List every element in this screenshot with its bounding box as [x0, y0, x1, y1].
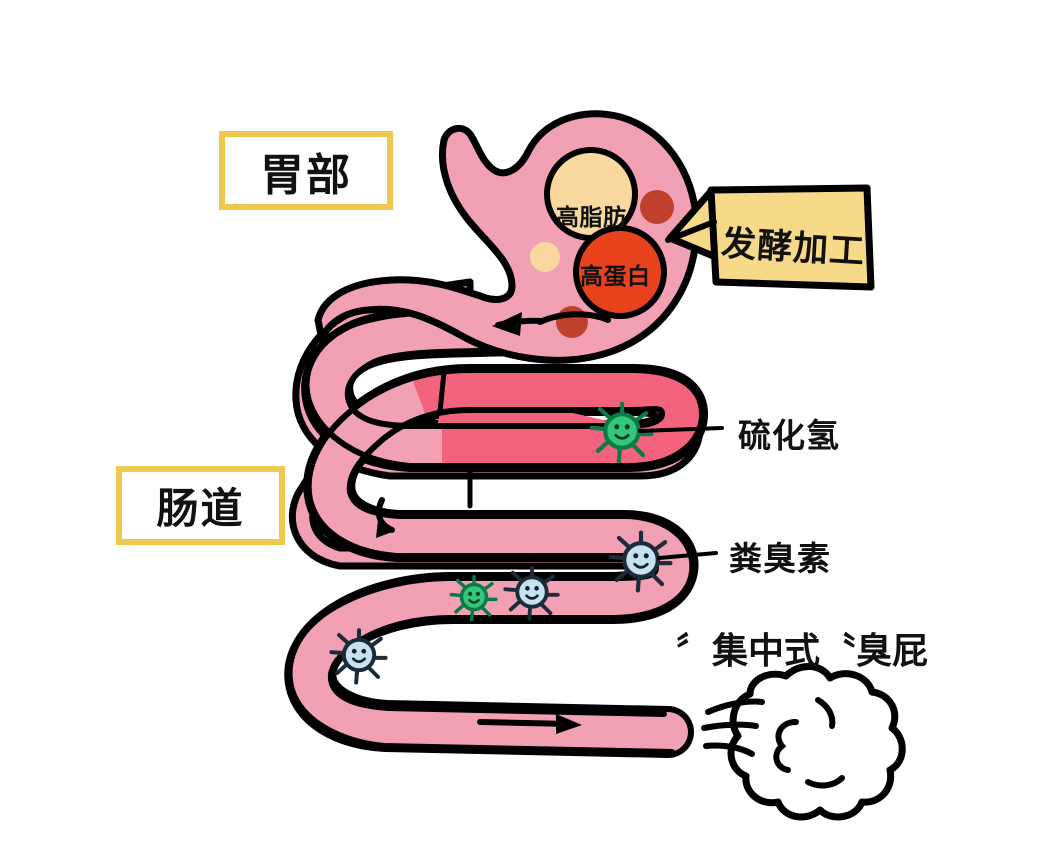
germ-left	[329, 628, 388, 685]
fart-cloud-inner-1	[815, 697, 836, 729]
blob-high-fat-label: 高脂肪	[556, 204, 627, 230]
label-box-intestine: 肠道	[116, 466, 285, 545]
intestine-outline-restroke	[310, 330, 682, 732]
annotation-concentrated-fart: 〞集中式〝臭屁	[676, 630, 929, 671]
fart-cloud-inner-2	[805, 775, 845, 789]
callout-fermentation	[665, 184, 875, 291]
inflamed-boundary-upper	[437, 369, 447, 415]
intestine-inflamed-segment	[412, 369, 702, 509]
leader-line-h2s	[638, 426, 724, 433]
intestine-arrow-mid	[375, 497, 395, 538]
label-box-stomach: 胃部	[219, 131, 393, 210]
stomach-dot-2	[556, 306, 588, 338]
blob-high-protein-label: 高蛋白	[580, 263, 651, 289]
germ-skatole	[608, 530, 673, 593]
stomach-dot-1	[640, 190, 674, 224]
intestine-group	[284, 278, 708, 758]
fart-speed-lines	[701, 698, 765, 757]
germ-mid-green	[449, 574, 498, 622]
annotation-skatole: 粪臭素	[729, 540, 831, 577]
intestine-arrow-bottom	[477, 714, 582, 734]
label-intestine-text: 肠道	[156, 485, 245, 532]
fart-cloud-shape	[727, 663, 906, 821]
germ-h2s	[589, 401, 654, 464]
annotation-hydrogen-sulfide: 硫化氢	[738, 417, 840, 454]
leader-line-skatole	[657, 551, 718, 560]
blob-high-protein	[573, 225, 667, 319]
fart-cloud-swirl	[773, 719, 799, 773]
label-stomach-text: 胃部	[260, 150, 352, 200]
stomach-group	[314, 110, 700, 364]
stomach-dot-3	[530, 242, 560, 272]
stomach-arrow	[492, 311, 611, 336]
intestine-contours	[286, 307, 705, 755]
germ-mid-blue	[503, 566, 560, 621]
callout-pointer-line	[665, 219, 717, 243]
callout-fermentation-label: 发酵加工	[720, 223, 867, 272]
callout-body	[707, 184, 875, 291]
fart-cloud	[701, 663, 906, 821]
inflamed-segment-fill-2	[442, 370, 702, 466]
